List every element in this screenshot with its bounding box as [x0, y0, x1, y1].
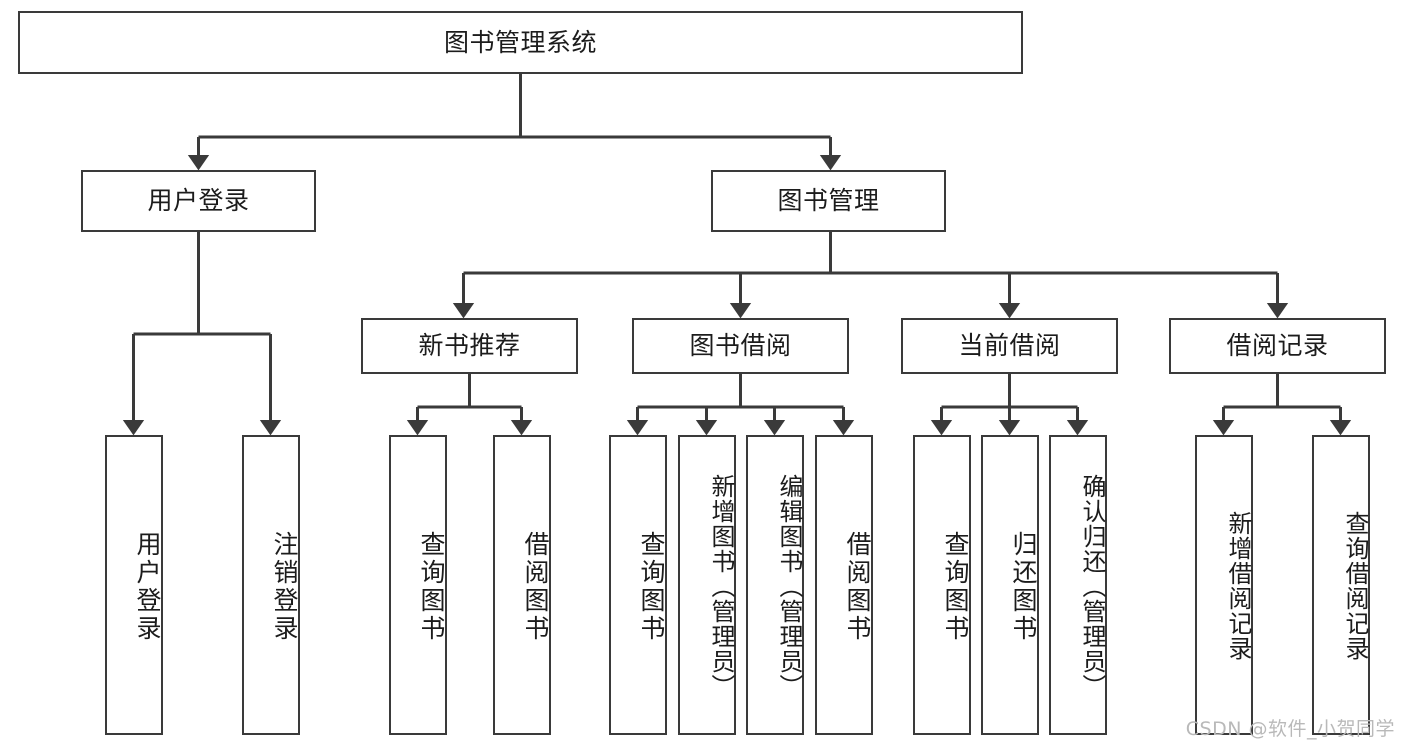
leaf-query-book-2[interactable]: 查询图书 — [609, 435, 667, 735]
leaf-return-book-label: 归还图书 — [1009, 531, 1038, 643]
node-book-management-label: 图书管理 — [777, 186, 880, 216]
leaf-borrow-book-1[interactable]: 借阅图书 — [493, 435, 551, 735]
leaf-confirm-return[interactable]: 确认归还（管理员） — [1049, 435, 1107, 735]
leaf-edit-book[interactable]: 编辑图书（管理员） — [746, 435, 804, 735]
node-book-borrow-label: 图书借阅 — [689, 331, 792, 361]
leaf-query-record-label: 查询借阅记录 — [1341, 511, 1369, 661]
node-user-login-label: 用户登录 — [147, 186, 250, 216]
leaf-query-record[interactable]: 查询借阅记录 — [1312, 435, 1370, 735]
node-borrow-record-label: 借阅记录 — [1226, 331, 1329, 361]
leaf-confirm-return-label: 确认归还（管理员） — [1078, 473, 1106, 699]
leaf-edit-book-label: 编辑图书（管理员） — [775, 473, 803, 699]
leaf-add-book-label: 新增图书（管理员） — [707, 473, 735, 699]
node-book-borrow[interactable]: 图书借阅 — [632, 318, 849, 374]
node-root[interactable]: 图书管理系统 — [18, 11, 1023, 74]
node-root-label: 图书管理系统 — [443, 27, 597, 57]
node-book-management[interactable]: 图书管理 — [711, 170, 946, 232]
leaf-add-record[interactable]: 新增借阅记录 — [1195, 435, 1253, 735]
leaf-borrow-book-2[interactable]: 借阅图书 — [815, 435, 873, 735]
leaf-query-book-3-label: 查询图书 — [941, 531, 970, 643]
node-borrow-record[interactable]: 借阅记录 — [1169, 318, 1386, 374]
leaf-add-book[interactable]: 新增图书（管理员） — [678, 435, 736, 735]
leaf-user-logout-label: 注销登录 — [270, 531, 299, 643]
leaf-borrow-book-2-label: 借阅图书 — [843, 531, 872, 643]
leaf-return-book[interactable]: 归还图书 — [981, 435, 1039, 735]
leaf-borrow-book-1-label: 借阅图书 — [521, 531, 550, 643]
leaf-user-login-label: 用户登录 — [133, 531, 162, 643]
node-user-login[interactable]: 用户登录 — [81, 170, 316, 232]
leaf-user-logout[interactable]: 注销登录 — [242, 435, 300, 735]
leaf-add-record-label: 新增借阅记录 — [1224, 511, 1252, 661]
leaf-query-book-3[interactable]: 查询图书 — [913, 435, 971, 735]
leaf-user-login[interactable]: 用户登录 — [105, 435, 163, 735]
node-current-borrow[interactable]: 当前借阅 — [901, 318, 1118, 374]
leaf-query-book-1-label: 查询图书 — [417, 531, 446, 643]
leaf-query-book-1[interactable]: 查询图书 — [389, 435, 447, 735]
leaf-query-book-2-label: 查询图书 — [637, 531, 666, 643]
node-new-book-recommend-label: 新书推荐 — [418, 331, 521, 361]
node-new-book-recommend[interactable]: 新书推荐 — [361, 318, 578, 374]
node-current-borrow-label: 当前借阅 — [958, 331, 1061, 361]
